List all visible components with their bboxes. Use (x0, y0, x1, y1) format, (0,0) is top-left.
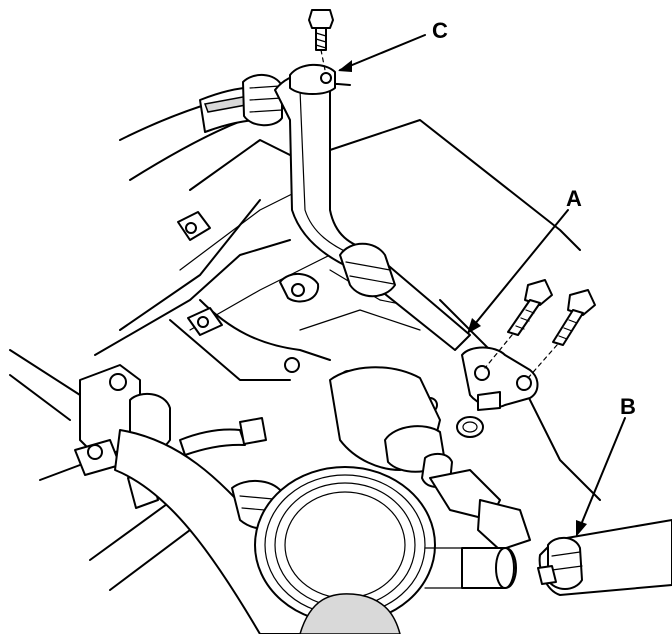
bracket-c (289, 63, 336, 95)
engine-block (94, 82, 601, 501)
callout-a: A (566, 186, 582, 211)
bolt-c (308, 9, 334, 51)
heater-pipe-a (274, 73, 539, 411)
bypass-pipe (424, 547, 517, 589)
bolt-a-right (552, 289, 596, 346)
leader-line-a (467, 209, 569, 334)
water-outlet-housing (329, 366, 531, 551)
bolt-a-left (507, 279, 553, 336)
callout-c: C (432, 18, 448, 43)
hose-b (537, 519, 672, 596)
upper-radiator-hose (199, 74, 283, 133)
bolt-c-guide (320, 49, 326, 71)
bolt-a-left-guide (484, 334, 513, 369)
leader-line-c (338, 34, 426, 72)
callout-b: B (620, 394, 636, 419)
leader-line-b (576, 417, 626, 537)
crankshaft-pulley (254, 466, 436, 634)
